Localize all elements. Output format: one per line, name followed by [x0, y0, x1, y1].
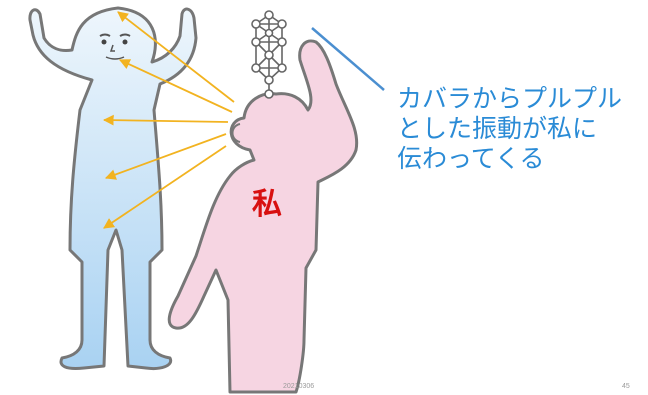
arrow-1 — [117, 11, 235, 103]
arrow-5 — [103, 145, 227, 229]
person-label: 私 — [252, 187, 282, 222]
page-number: 45 — [622, 383, 630, 390]
caption: カバラからプルプル とした振動が私に 伝わってくる — [397, 84, 642, 174]
footer-date: 20210306 — [283, 383, 315, 390]
caption-pointer-line — [311, 27, 385, 91]
tree-of-life-icon — [251, 10, 287, 99]
arrow-4 — [104, 133, 227, 180]
vibration-arrows — [102, 11, 235, 229]
left-figure — [28, 6, 198, 370]
arrow-3 — [102, 114, 229, 126]
caption-line-1: カバラからプルプル — [397, 84, 623, 113]
caption-line-2: とした振動が私に — [397, 114, 598, 143]
arrow-2 — [119, 59, 233, 113]
caption-line-3: 伝わってくる — [397, 144, 545, 173]
right-figure — [167, 39, 359, 394]
